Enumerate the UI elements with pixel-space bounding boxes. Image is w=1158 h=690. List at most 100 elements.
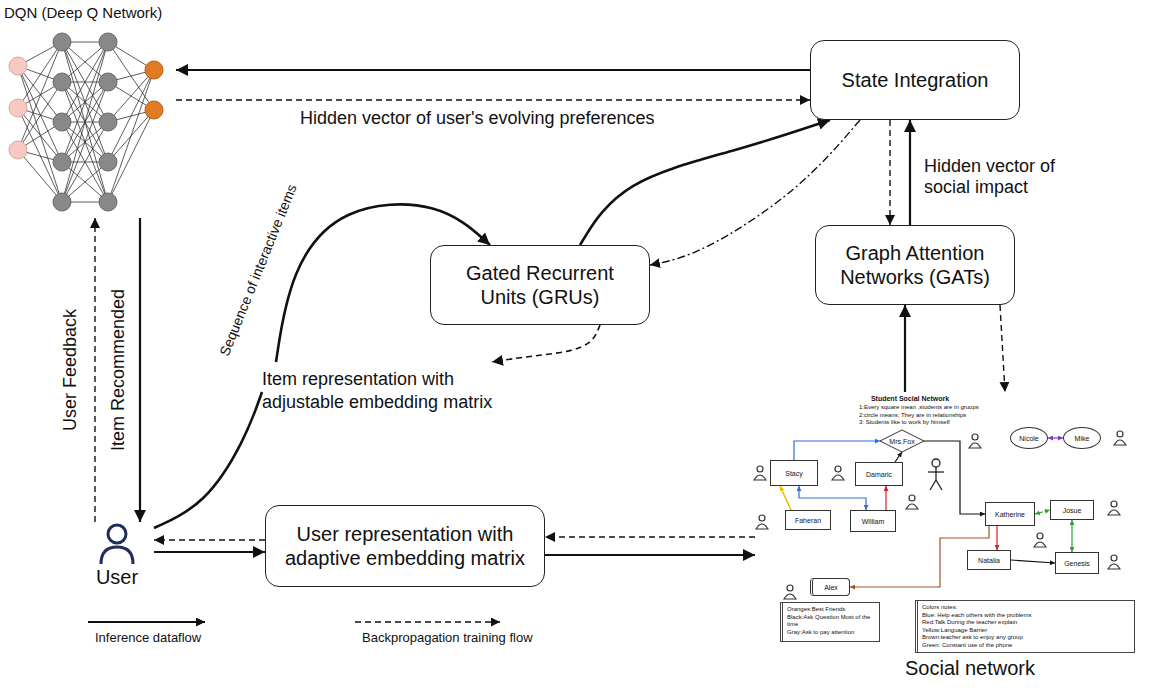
teacher-diamond: Mrs.Fox xyxy=(880,430,924,452)
person-icon xyxy=(1108,555,1120,569)
connector xyxy=(154,551,265,553)
teacher-figure xyxy=(928,459,944,490)
connector xyxy=(94,218,95,522)
legend-sample-line xyxy=(88,621,205,623)
neuron xyxy=(9,99,27,117)
node-label: User representation with adaptive embedd… xyxy=(276,522,534,570)
node-label: Yellow:Language Barrier xyxy=(922,627,1130,635)
person-head xyxy=(759,515,765,521)
person-body xyxy=(756,524,768,529)
person-body xyxy=(832,475,844,480)
legend-sample-line xyxy=(355,621,500,622)
connector xyxy=(154,392,262,528)
node-label: Damaric xyxy=(866,471,892,478)
student-box: William xyxy=(850,510,896,532)
student-box: Genesis xyxy=(1055,552,1099,574)
person-icon xyxy=(1108,501,1120,515)
node-label: State Integration xyxy=(842,68,989,92)
person-icon xyxy=(832,466,844,480)
student-circle: Nicole xyxy=(1010,427,1048,449)
network-link xyxy=(18,42,62,150)
item-representation: Item representation with adjustable embe… xyxy=(262,362,527,422)
node-label: Natalia xyxy=(978,557,1000,564)
node-label: Genesis xyxy=(1064,560,1090,567)
node-label: Gated Recurrent Units (GRUs) xyxy=(441,261,639,309)
connector xyxy=(139,218,141,522)
neuron xyxy=(145,101,163,119)
connector xyxy=(780,486,791,510)
neuron xyxy=(53,153,71,171)
neuron xyxy=(53,193,71,211)
connector xyxy=(895,452,902,462)
neuron xyxy=(145,61,163,79)
neuron xyxy=(99,33,117,51)
node-label: Stacy xyxy=(785,470,803,477)
person-body xyxy=(754,475,766,480)
neuron xyxy=(9,57,27,75)
node-label: Mike xyxy=(1075,435,1090,442)
student-box: Stacy xyxy=(770,460,818,486)
teacher-arms xyxy=(928,471,944,472)
connector-label: Item Recommended xyxy=(108,287,129,453)
node-label: Blue: Help each others with the problems xyxy=(922,612,1130,620)
person-head xyxy=(909,495,915,501)
node-label: William xyxy=(862,518,885,525)
node-label: Josue xyxy=(1063,507,1082,514)
person-icon xyxy=(754,466,766,480)
person-body xyxy=(969,443,981,448)
teacher-leg xyxy=(936,480,942,490)
person-body xyxy=(1108,564,1120,569)
user-actor: User xyxy=(80,522,154,594)
node-label: Alex xyxy=(824,584,838,591)
social-network-figure: Student Social Network1:Every square mea… xyxy=(755,392,1155,690)
person-icons xyxy=(754,431,1126,599)
connector-label: Sequence of interactive items xyxy=(215,180,300,360)
network-link xyxy=(18,42,62,108)
node-label: Gray:Ask to pay attention xyxy=(787,629,875,637)
person-body xyxy=(784,594,796,599)
student-box: Faheran xyxy=(785,510,831,530)
network-link xyxy=(62,82,108,202)
connector-label: Hidden vector of user's evolving prefere… xyxy=(298,108,657,129)
connector xyxy=(904,305,906,392)
network-link xyxy=(108,70,154,202)
note-box: Colors notes:Blue: Help each others with… xyxy=(915,600,1135,653)
connector xyxy=(154,539,265,540)
teacher-leg xyxy=(930,480,936,490)
person-icon xyxy=(1114,431,1126,445)
connector xyxy=(580,120,830,245)
user-icon xyxy=(97,522,137,566)
connector xyxy=(909,120,911,225)
person-body xyxy=(1108,510,1120,515)
connector xyxy=(1011,560,1055,563)
node-label: Faheran xyxy=(795,517,821,524)
connector xyxy=(176,69,810,71)
process-box: Gated Recurrent Units (GRUs) xyxy=(430,245,650,325)
neuron xyxy=(99,193,117,211)
network-link xyxy=(62,42,108,162)
node-label: Black:Ask Question Most of the time xyxy=(787,614,875,629)
connector xyxy=(1035,510,1050,514)
connector xyxy=(1071,520,1072,552)
person-body xyxy=(906,504,918,509)
person-head xyxy=(787,585,793,591)
node-label: Katherine xyxy=(995,511,1025,518)
connector xyxy=(1048,437,1063,438)
person-head xyxy=(972,434,978,440)
node-label: Nicole xyxy=(1019,435,1038,442)
neuron xyxy=(99,113,117,131)
person-icon xyxy=(969,434,981,448)
neuron xyxy=(99,153,117,171)
node-label: Brown:teacher ask to enjoy any group xyxy=(922,634,1130,642)
node-label: Mrs.Fox xyxy=(889,438,914,445)
teacher-body xyxy=(935,467,936,480)
user-head xyxy=(108,525,126,543)
node-label: Graph Attention Networks (GATs) xyxy=(826,241,1004,289)
teacher-head xyxy=(932,459,940,467)
node-label: 2:circle means; They are in relationship… xyxy=(859,412,1029,419)
person-icon xyxy=(784,585,796,599)
legend-label: Backpropagation training flow xyxy=(362,630,533,645)
person-icon xyxy=(756,515,768,529)
network-title: DQN (Deep Q Network) xyxy=(4,4,176,21)
student-box: Damaric xyxy=(855,462,903,486)
